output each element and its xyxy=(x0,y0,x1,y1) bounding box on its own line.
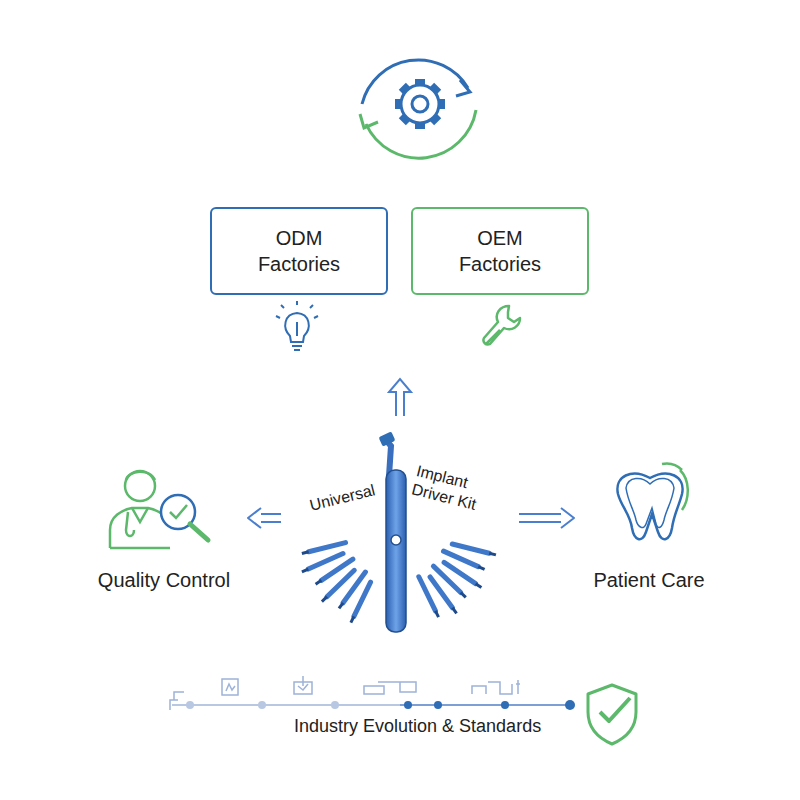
driver-bits xyxy=(302,543,496,623)
up-arrow xyxy=(389,379,411,416)
magnifier-icon xyxy=(161,495,208,540)
bulb-icon xyxy=(276,301,318,350)
tooth-icon xyxy=(617,463,687,539)
wrench-icon xyxy=(483,306,520,345)
role-node: Quality Control xyxy=(84,455,244,598)
driver-handle xyxy=(379,432,406,632)
gear-icon xyxy=(395,79,445,129)
node-text: Quality Control xyxy=(98,568,230,592)
node-text: Implant Driver Kit xyxy=(410,461,511,521)
role-node: Patient Care xyxy=(578,455,720,598)
node-text: Universal xyxy=(308,480,377,515)
hollow-arrow xyxy=(248,508,281,528)
arrow-head xyxy=(360,114,378,128)
node-text: ODM Factories xyxy=(240,225,358,277)
node-text: Patient Care xyxy=(593,568,704,592)
timeline-label: Industry Evolution & Standards xyxy=(294,716,541,737)
product-illustration: Universal Implant Driver Kit xyxy=(285,428,515,640)
process-box: OEM Factories xyxy=(411,207,589,295)
process-box: ODM Factories xyxy=(210,207,388,295)
hollow-arrow xyxy=(519,508,574,528)
timeline xyxy=(170,676,575,710)
shield-icon xyxy=(588,685,636,744)
arrow-head xyxy=(456,80,470,96)
node-text: OEM Factories xyxy=(441,225,559,277)
